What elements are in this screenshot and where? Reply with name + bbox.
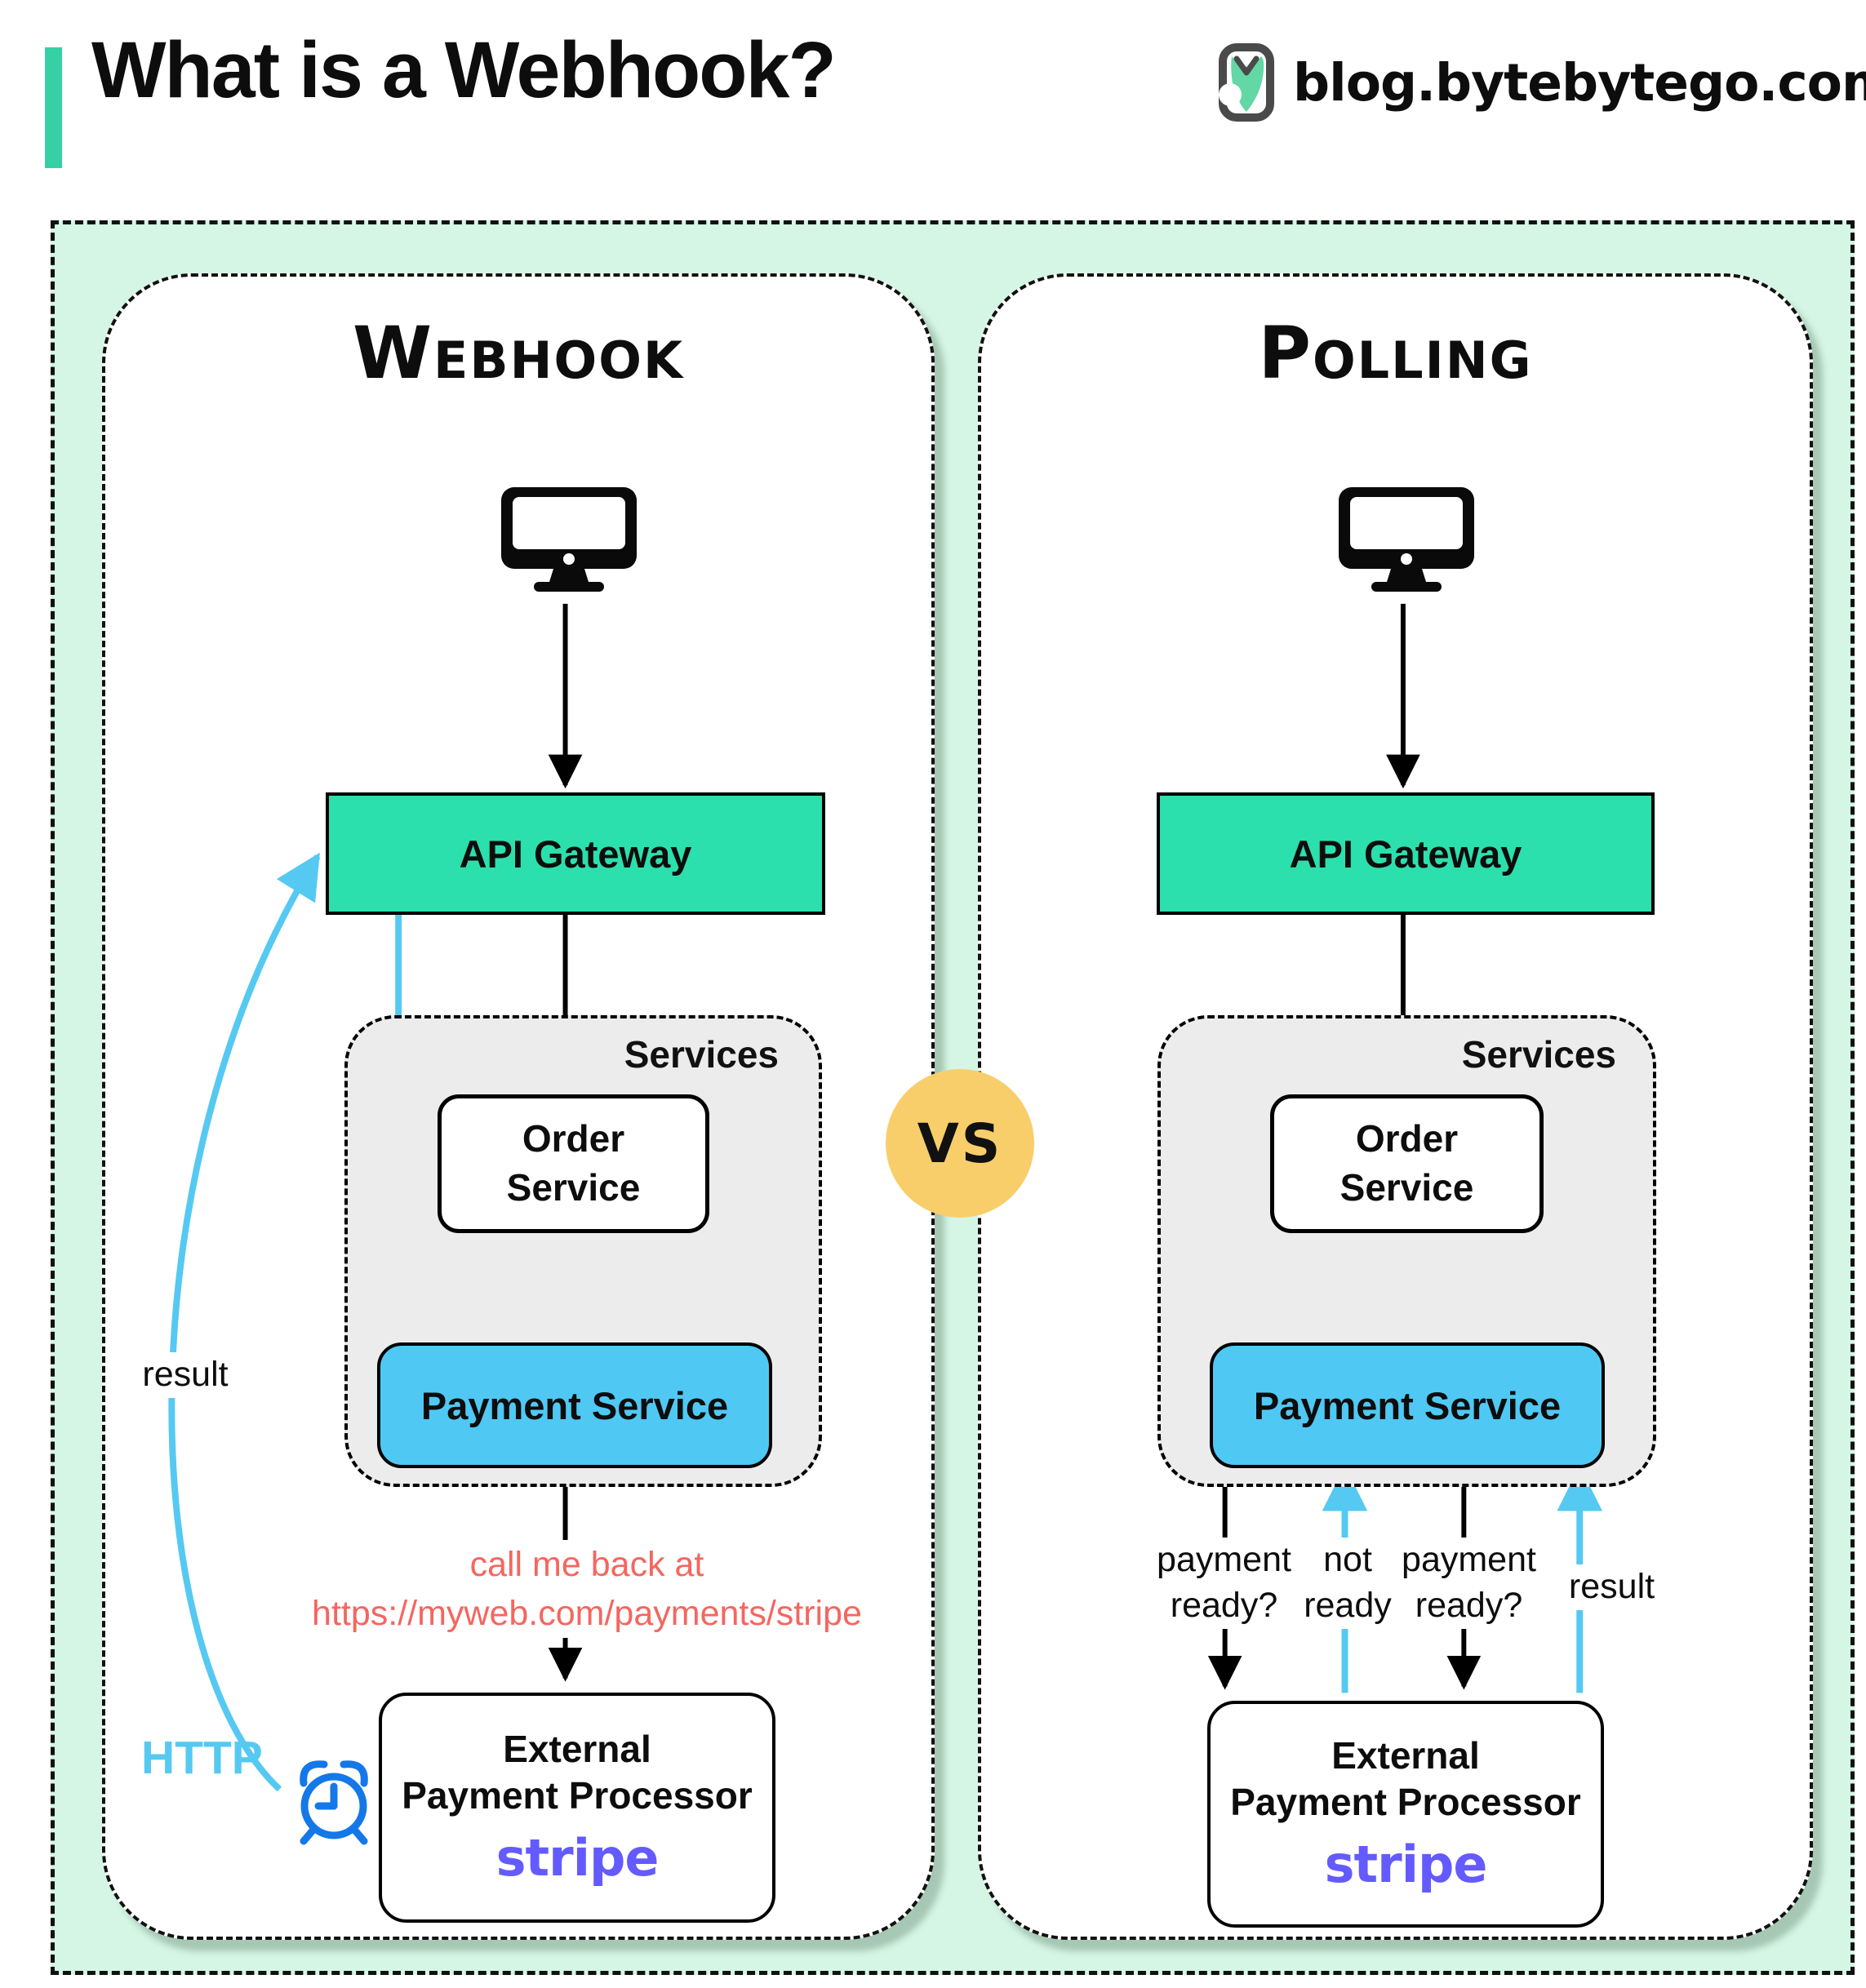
not-ready-label: not ready <box>1296 1538 1399 1629</box>
callback-note-url: https://myweb.com/payments/stripe <box>312 1594 862 1634</box>
vs-badge: VS <box>886 1069 1034 1218</box>
payment-ready-label-2-line1: payment <box>1402 1540 1536 1579</box>
order-service-box: Order Service <box>438 1094 709 1233</box>
payment-service-label: Payment Service <box>1253 1383 1562 1427</box>
diagram-canvas: Webhook API Gatew <box>51 220 1855 1975</box>
external-label-line1: External <box>1331 1733 1480 1777</box>
services-label: Services <box>1461 1033 1616 1076</box>
stripe-logo-text: stripe <box>495 1827 660 1888</box>
client-computer-icon <box>1339 487 1474 592</box>
payment-service-box: Payment Service <box>1210 1342 1605 1468</box>
callback-url-note: call me back at https://myweb.com/paymen… <box>309 1540 864 1639</box>
not-ready-label-line1: not <box>1323 1540 1372 1579</box>
payment-ready-label-1-line1: payment <box>1157 1540 1291 1579</box>
payment-ready-label-2-line2: ready? <box>1415 1585 1523 1625</box>
title-accent-bar <box>45 47 62 168</box>
order-service-label-line2: Service <box>506 1166 641 1209</box>
payment-ready-label-2: payment ready? <box>1393 1538 1544 1629</box>
api-gateway-box: API Gateway <box>1157 792 1655 915</box>
result-flow-label: result <box>1553 1564 1671 1610</box>
alarm-clock-icon <box>300 1760 368 1845</box>
payment-ready-label-1: payment ready? <box>1148 1538 1300 1629</box>
polling-panel: Polling AP <box>978 273 1813 1940</box>
order-service-label-line1: Order <box>522 1117 625 1160</box>
site-url-text: blog.bytebytego.com <box>1293 52 1866 113</box>
bytebytego-logo-icon <box>1219 43 1274 122</box>
payment-ready-label-1-line2: ready? <box>1170 1585 1278 1625</box>
not-ready-label-line2: ready <box>1304 1585 1392 1625</box>
stripe-logo-text: stripe <box>1324 1834 1488 1894</box>
polling-panel-title: Polling <box>1258 311 1533 395</box>
api-gateway-label: API Gateway <box>1289 832 1522 876</box>
webhook-panel-title: Webhook <box>352 311 685 395</box>
webhook-panel: Webhook API Gatew <box>102 273 935 1940</box>
result-callback-curve-arrow <box>168 852 321 1792</box>
callback-note-line1: call me back at <box>469 1545 704 1584</box>
external-payment-processor-box: External Payment Processor stripe <box>379 1693 775 1923</box>
order-service-label-line2: Service <box>1340 1166 1474 1209</box>
external-label-line2: Payment Processor <box>1230 1781 1581 1824</box>
services-label: Services <box>624 1033 779 1076</box>
external-label-line2: Payment Processor <box>402 1774 753 1817</box>
api-gateway-box: API Gateway <box>326 792 825 915</box>
client-computer-icon <box>501 487 637 592</box>
external-label-line1: External <box>503 1727 651 1770</box>
payment-service-box: Payment Service <box>377 1342 772 1468</box>
external-payment-processor-box: External Payment Processor stripe <box>1207 1701 1604 1928</box>
order-service-label-line1: Order <box>1355 1117 1459 1160</box>
page-title: What is a Webhook? <box>91 25 837 114</box>
site-logo: blog.bytebytego.com <box>1218 42 1866 122</box>
http-label: HTTP <box>141 1732 263 1784</box>
order-service-box: Order Service <box>1270 1094 1544 1233</box>
result-flow-label: result <box>120 1352 251 1398</box>
payment-service-label: Payment Service <box>420 1383 729 1427</box>
api-gateway-label: API Gateway <box>459 832 692 876</box>
